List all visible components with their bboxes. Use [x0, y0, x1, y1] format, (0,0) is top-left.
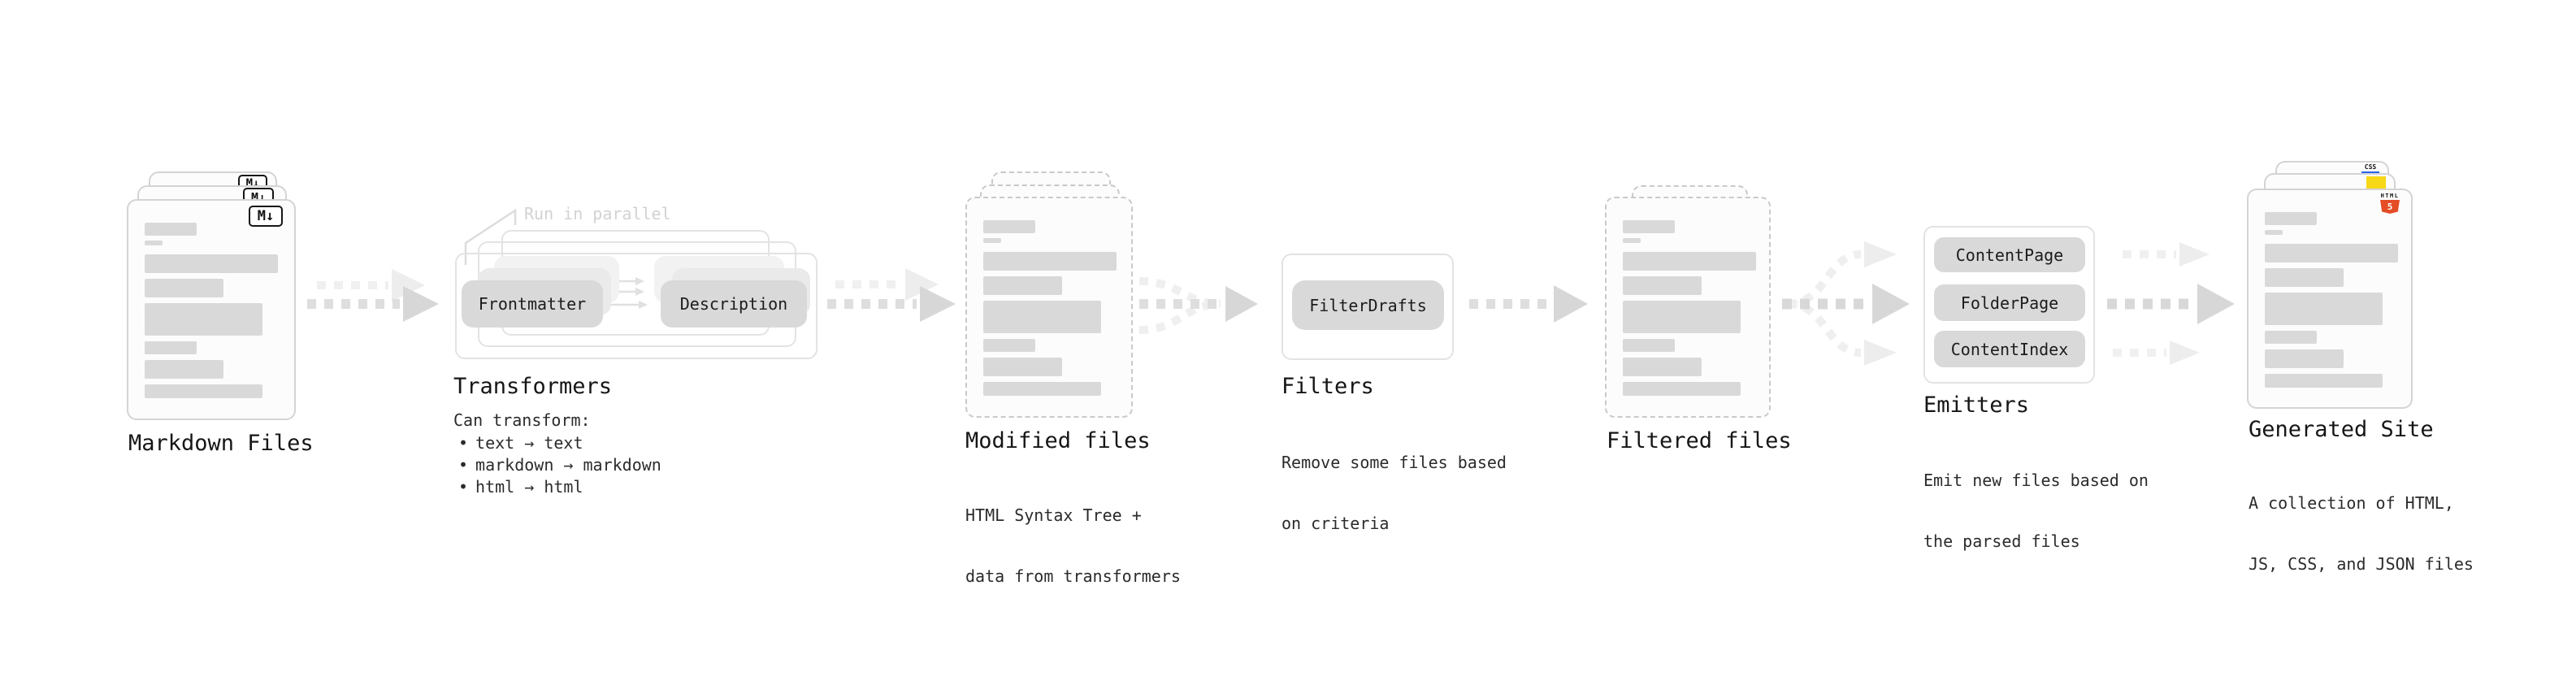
emitters-sublabel: Emit new files based on the parsed files: [1923, 430, 2149, 592]
filtered-file-card: [1605, 197, 1771, 418]
arrow-transformers-to-modified: [827, 268, 956, 322]
bullet-text: html → html: [475, 477, 583, 497]
sublabel-line: Remove some files based: [1281, 453, 1507, 472]
modified-files-sublabel: HTML Syntax Tree + data from transformer…: [965, 465, 1181, 627]
sublabel-line: Emit new files based on: [1923, 471, 2149, 490]
arrow-modified-to-filters-merge: [1138, 277, 1258, 334]
bullet-icon: •: [458, 455, 469, 475]
js-icon: [2366, 176, 2386, 189]
bullet-icon: •: [458, 477, 469, 497]
sublabel-line: data from transformers: [965, 566, 1181, 586]
node-label-transformers: Transformers: [453, 374, 613, 399]
markdown-file-card: [127, 199, 296, 420]
run-in-parallel-note: Run in parallel: [524, 204, 671, 223]
bullet-text: text → text: [475, 433, 583, 453]
bullet-icon: •: [458, 433, 469, 453]
html5-icon-shield: 5: [2380, 200, 2400, 214]
node-label-emitters: Emitters: [1923, 393, 2030, 418]
generated-site-sublabel: A collection of HTML, JS, CSS, and JSON …: [2249, 453, 2474, 615]
emitter-contentindex: ContentIndex: [1934, 331, 2085, 367]
arrow-filtered-to-emitters-fanout: [1782, 241, 1910, 366]
filters-sublabel: Remove some files based on criteria: [1281, 412, 1507, 575]
arrow-emitters-to-site: [2107, 242, 2235, 365]
bullet-text: markdown → markdown: [475, 455, 661, 475]
transformers-frame: [455, 253, 817, 359]
css-icon-word: CSS: [2364, 163, 2377, 171]
markdown-icon: M↓: [249, 206, 283, 227]
sublabel-line: HTML Syntax Tree +: [965, 505, 1142, 525]
emitter-contentpage: ContentPage: [1934, 237, 2085, 272]
list-item: • text → text: [458, 433, 661, 455]
site-file-card: [2247, 189, 2413, 409]
arrow-markdown-to-transformers: [307, 269, 439, 322]
filter-filterdrafts: FilterDrafts: [1292, 280, 1444, 330]
node-label-modified-files: Modified files: [965, 428, 1151, 453]
html5-icon: HTML 5: [2379, 193, 2401, 214]
html5-icon-word: HTML: [2380, 193, 2400, 199]
sublabel-line: JS, CSS, and JSON files: [2249, 554, 2474, 574]
sublabel-line: on criteria: [1281, 514, 1390, 533]
node-label-markdown-files: Markdown Files: [128, 431, 314, 456]
list-item: • html → html: [458, 477, 661, 499]
sublabel-line: A collection of HTML,: [2249, 493, 2454, 513]
node-label-filters: Filters: [1281, 374, 1374, 399]
transformers-bullet-list: • text → text • markdown → markdown • ht…: [458, 433, 661, 499]
arrow-filters-to-filtered: [1469, 285, 1588, 323]
sublabel-line: the parsed files: [1923, 531, 2080, 551]
html5-icon-number: 5: [2387, 202, 2393, 212]
node-label-generated-site: Generated Site: [2249, 417, 2434, 442]
modified-file-card: [965, 197, 1133, 418]
transformer-description: Description: [661, 280, 807, 327]
list-item: • markdown → markdown: [458, 455, 661, 477]
emitter-folderpage: FolderPage: [1934, 284, 2085, 321]
node-label-filtered-files: Filtered files: [1607, 428, 1792, 453]
transformer-frontmatter: Frontmatter: [462, 280, 603, 327]
emitters-frame: [1923, 226, 2095, 384]
transformers-body-title: Can transform:: [453, 410, 591, 430]
filters-frame: [1281, 254, 1454, 360]
